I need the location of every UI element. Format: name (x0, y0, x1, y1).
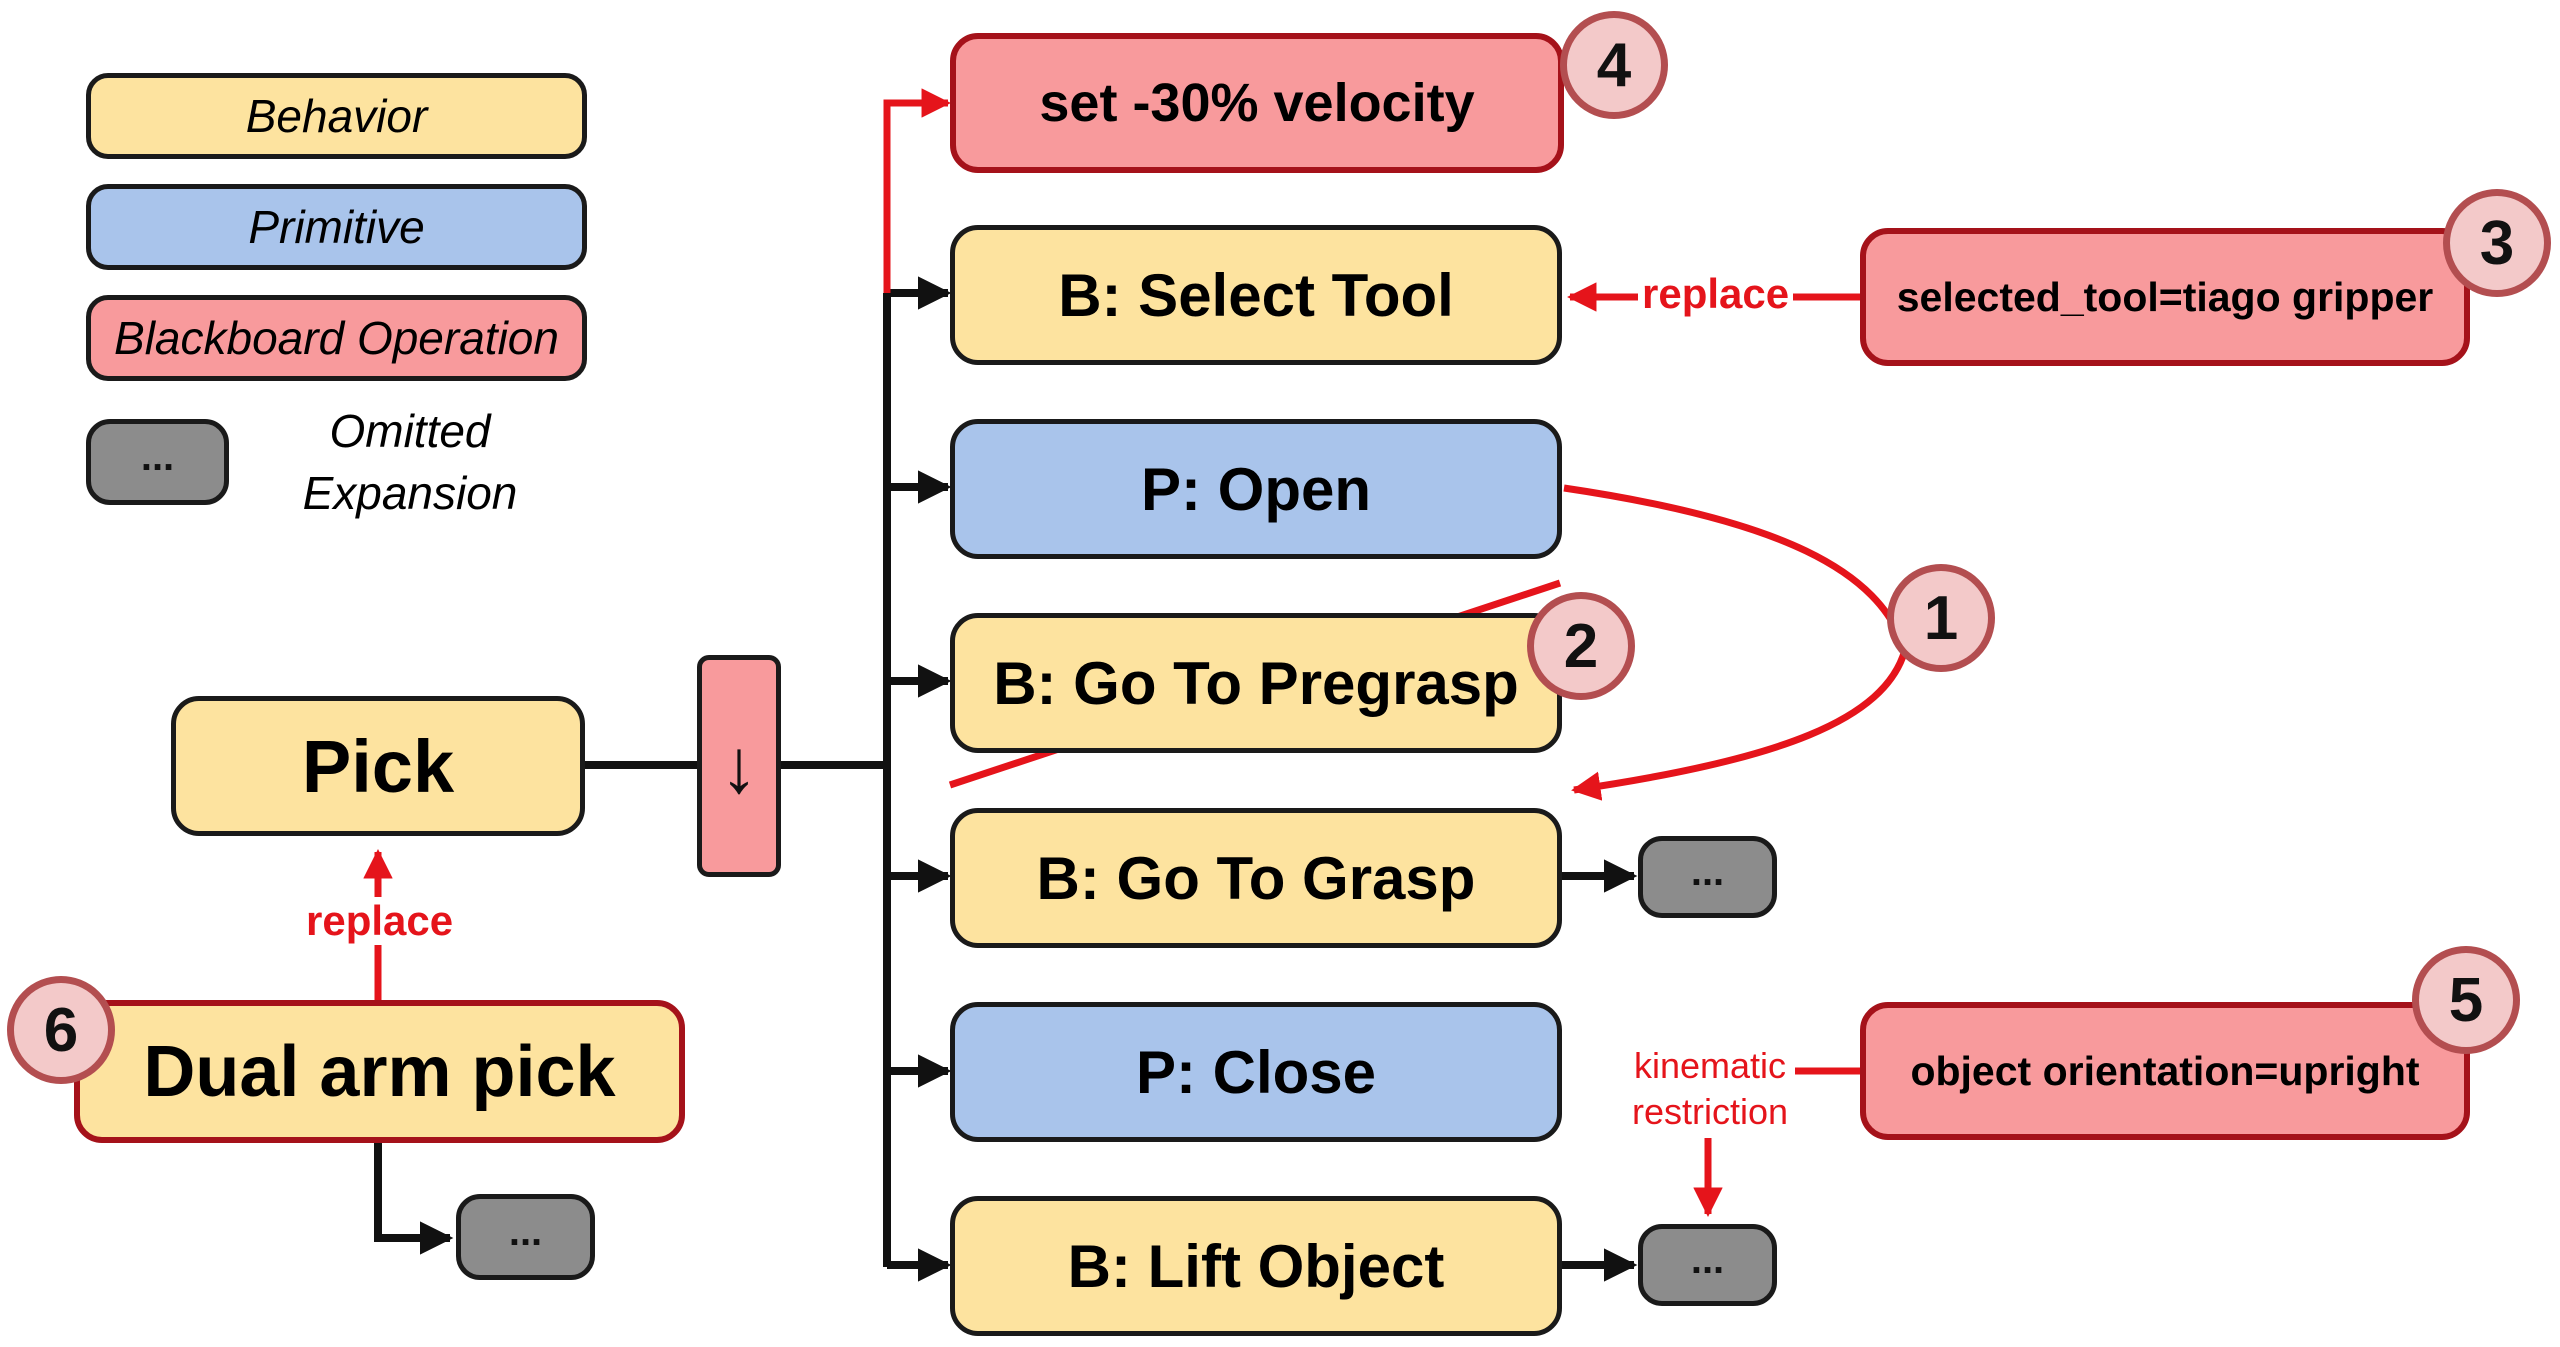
dual-arm-pick-node: Dual arm pick (74, 1000, 685, 1143)
go-to-grasp-node: B: Go To Grasp (950, 808, 1562, 948)
legend-primitive-label: Primitive (248, 201, 425, 253)
badge-2: 2 (1527, 592, 1635, 700)
kinematic-line1: kinematic (1633, 1045, 1787, 1086)
lift-omitted-label: ... (1690, 1237, 1725, 1282)
sequence-node: ↓ (697, 655, 781, 877)
grasp-omitted-label: ... (1690, 849, 1725, 894)
edge-dual-to-omitted (374, 1143, 454, 1255)
set-velocity-node: set -30% velocity (950, 33, 1564, 173)
kinematic-line2: restriction (1631, 1091, 1789, 1132)
dual-arm-pick-label: Dual arm pick (143, 1031, 616, 1112)
replace-pick-label: replace (302, 897, 458, 945)
grasp-omitted-node: ... (1638, 836, 1777, 918)
select-tool-node: B: Select Tool (950, 225, 1562, 365)
legend-blackboard-operation: Blackboard Operation (86, 295, 587, 381)
select-tool-label: B: Select Tool (1058, 261, 1454, 329)
badge-4: 4 (1560, 11, 1668, 119)
open-node: P: Open (950, 419, 1562, 559)
dual-arm-omitted-label: ... (508, 1209, 543, 1254)
legend-blackboard-label: Blackboard Operation (114, 312, 559, 364)
go-to-grasp-label: B: Go To Grasp (1036, 844, 1476, 912)
close-node: P: Close (950, 1002, 1562, 1142)
legend-omitted-swatch: ... (86, 419, 229, 505)
pick-node: Pick (171, 696, 585, 836)
badge-1: 1 (1887, 564, 1995, 672)
sequence-arrow-icon: ↓ (720, 723, 758, 809)
badge-5: 5 (2412, 946, 2520, 1054)
legend-behavior-label: Behavior (245, 90, 428, 142)
go-to-pregrasp-node: B: Go To Pregrasp (950, 613, 1562, 753)
orientation-operation-label: object orientation=upright (1910, 1047, 2420, 1094)
selected-tool-operation: selected_tool=tiago gripper (1860, 228, 2470, 366)
open-label: P: Open (1140, 455, 1371, 523)
set-velocity-label: set -30% velocity (1039, 73, 1475, 133)
close-label: P: Close (1135, 1038, 1377, 1106)
kinematic-restriction-label: kinematic restriction (1610, 1043, 1810, 1135)
tree-connectors (374, 276, 1638, 1282)
lift-object-label: B: Lift Object (1067, 1232, 1445, 1300)
legend-primitive: Primitive (86, 184, 587, 270)
selected-tool-operation-label: selected_tool=tiago gripper (1896, 273, 2434, 320)
legend-omitted-symbol: ... (140, 434, 175, 479)
legend-omitted-label: Omitted Expansion (250, 400, 570, 524)
replace-tool-label: replace (1638, 270, 1794, 318)
dual-arm-omitted-node: ... (456, 1194, 595, 1280)
lift-omitted-node: ... (1638, 1224, 1777, 1306)
orientation-operation: object orientation=upright (1860, 1002, 2470, 1140)
lift-object-node: B: Lift Object (950, 1196, 1562, 1336)
badge-3: 3 (2443, 189, 2551, 297)
insert-velocity-arrow (883, 88, 951, 293)
legend-omitted-line2: Expansion (302, 467, 518, 519)
legend-omitted-line1: Omitted (329, 405, 491, 457)
go-to-pregrasp-label: B: Go To Pregrasp (993, 649, 1519, 717)
badge-6: 6 (7, 976, 115, 1084)
legend-behavior: Behavior (86, 73, 587, 159)
pick-label: Pick (301, 724, 455, 808)
